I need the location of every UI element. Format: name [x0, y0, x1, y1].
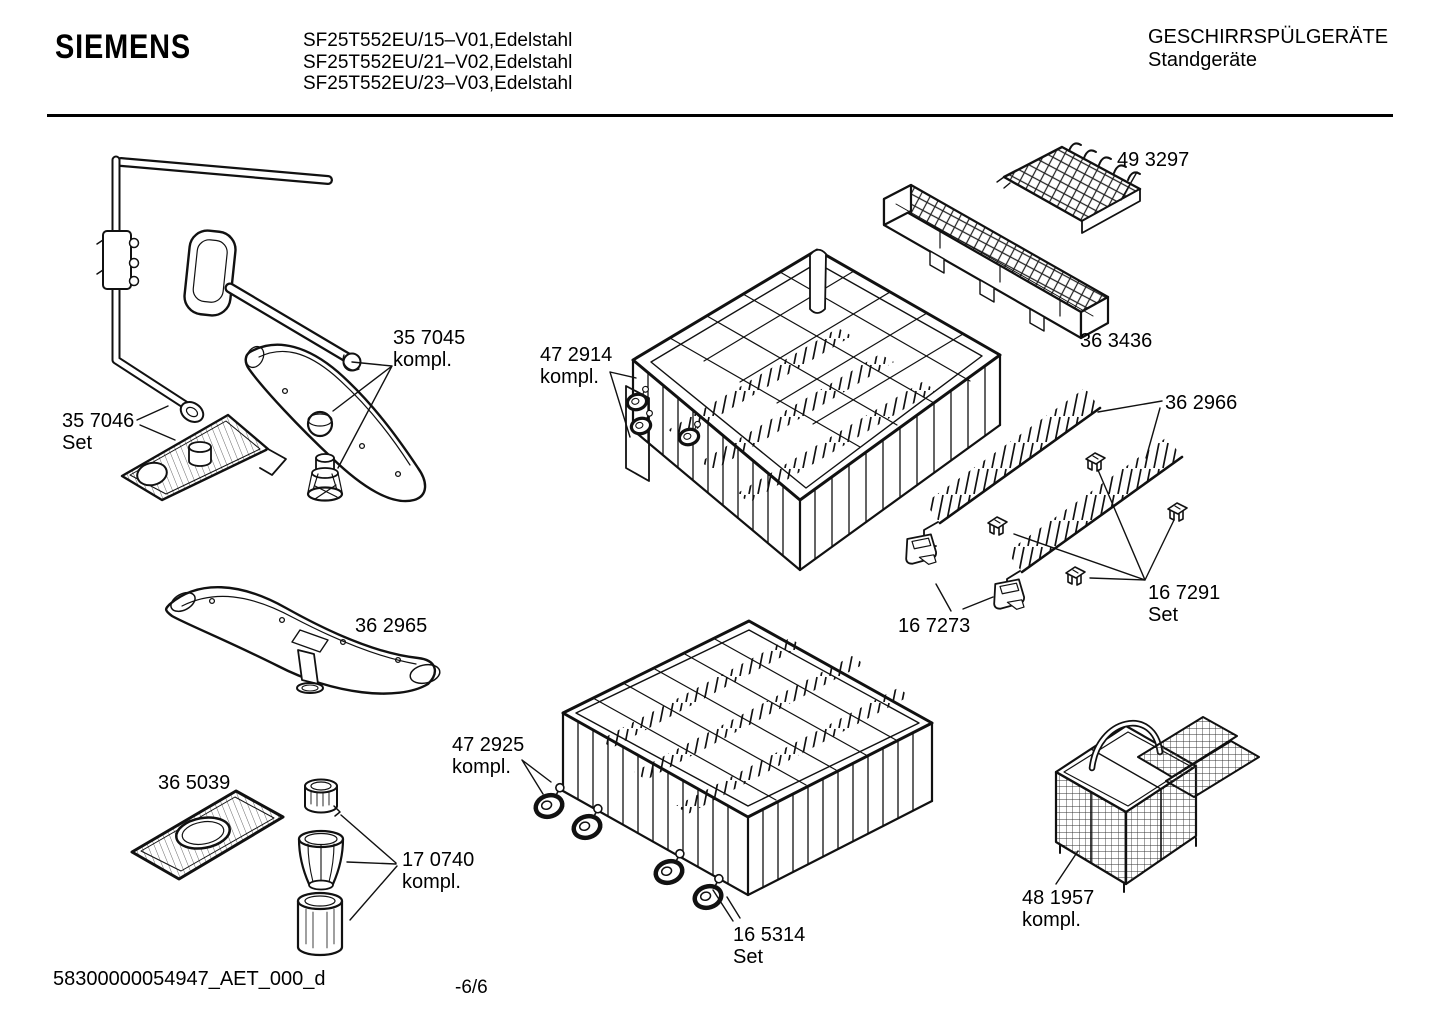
- part-qualifier: kompl.: [452, 756, 511, 778]
- leader-lines: [136, 171, 1175, 922]
- part-label-16-5314: 16 5314 Set: [733, 924, 805, 968]
- part-number: 16 5314: [733, 924, 806, 946]
- category-subtitle: Standgeräte: [1148, 49, 1257, 71]
- part-label-36-2965: 36 2965: [355, 615, 427, 637]
- part-label-48-1957: 48 1957 kompl.: [1022, 887, 1094, 931]
- model-line: SF25T552EU/23–V03,Edelstahl: [303, 73, 573, 94]
- part-qualifier: kompl.: [393, 349, 452, 371]
- part-label-35-7045: 35 7045 kompl.: [393, 327, 465, 371]
- filter-assembly-drawing: [296, 778, 345, 957]
- page-indicator: -6/6: [455, 977, 488, 998]
- product-category: GESCHIRRSPÜLGERÄTE Standgeräte: [1148, 26, 1388, 72]
- part-label-47-2925: 47 2925 kompl.: [452, 734, 524, 778]
- part-label-47-2914: 47 2914 kompl.: [540, 344, 612, 388]
- part-label-35-7046: 35 7046 Set: [62, 410, 134, 454]
- part-number: 49 3297: [1117, 149, 1190, 171]
- plate-rack-inserts-drawing: [923, 388, 1184, 598]
- upper-rack-drawing: [622, 248, 1002, 572]
- part-label-17-0740: 17 0740 kompl.: [402, 849, 474, 893]
- part-number: 47 2914: [540, 344, 613, 366]
- part-number: 36 5039: [158, 772, 231, 794]
- part-qualifier: Set: [1148, 604, 1179, 626]
- part-number: 36 2965: [355, 615, 428, 637]
- part-number: 47 2925: [452, 734, 525, 756]
- filter-plate-drawing: [130, 789, 285, 881]
- part-label-36-5039: 36 5039: [158, 772, 230, 794]
- rack-rail-drawing: [882, 183, 1110, 340]
- document-id: 58300000054947_AET_000_d: [53, 968, 326, 990]
- upper-spray-arm-drawing: [183, 229, 427, 503]
- category-title: GESCHIRRSPÜLGERÄTE: [1148, 26, 1389, 48]
- part-number: 48 1957: [1022, 887, 1095, 909]
- lower-spray-arm-drawing: [164, 586, 441, 695]
- cup-shelf-drawing: [996, 142, 1142, 234]
- part-number: 16 7273: [898, 615, 971, 637]
- part-number: 35 7046: [62, 410, 135, 432]
- part-number: 36 2966: [1165, 392, 1238, 414]
- part-label-36-2966: 36 2966: [1165, 392, 1237, 414]
- model-line: SF25T552EU/21–V02,Edelstahl: [303, 51, 573, 73]
- part-label-16-7291: 16 7291 Set: [1148, 582, 1220, 626]
- header-divider: [47, 114, 1393, 117]
- part-label-36-3436: 36 3436: [1080, 330, 1152, 352]
- water-feed-pipe-drawing: [96, 155, 333, 502]
- part-label-49-3297: 49 3297: [1117, 149, 1189, 171]
- lower-rack-drawing: [561, 619, 934, 897]
- part-number: 36 3436: [1080, 330, 1153, 352]
- part-qualifier: Set: [62, 432, 93, 454]
- part-qualifier: kompl.: [1022, 909, 1081, 931]
- model-list: SF25T552EU/15–V01,Edelstahl SF25T552EU/2…: [303, 30, 572, 95]
- latch-set-drawing: [903, 531, 1028, 613]
- part-qualifier: kompl.: [540, 366, 599, 388]
- brand-logo: SIEMENS: [55, 28, 192, 66]
- model-line: SF25T552EU/15–V01,Edelstahl: [303, 30, 573, 51]
- part-label-16-7273: 16 7273: [898, 615, 970, 637]
- cutlery-basket-drawing: [1054, 716, 1260, 893]
- part-qualifier: Set: [733, 946, 764, 968]
- part-number: 17 0740: [402, 849, 475, 871]
- part-number: 35 7045: [393, 327, 466, 349]
- part-qualifier: kompl.: [402, 871, 461, 893]
- part-number: 16 7291: [1148, 582, 1221, 604]
